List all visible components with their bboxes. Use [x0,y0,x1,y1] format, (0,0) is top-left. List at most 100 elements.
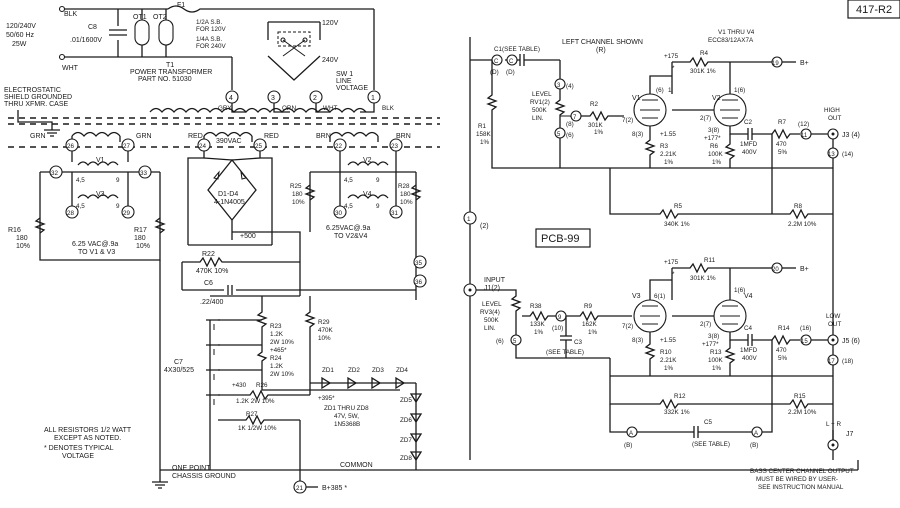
node-36: 36 [415,279,423,286]
r6-tol: 1% [712,159,722,166]
mains-section: BLK WHT 120/240V 50/60 Hz 25W C8 .01/160… [6,2,375,92]
high-out-label: HIGH [824,107,840,114]
bass-note-2: MUST BE WIRED BY USER- [756,476,838,483]
v395-label: +395* [318,395,335,402]
v1-label: V1 [632,95,641,102]
c8-value: .01/1600V [70,37,102,44]
c7-value: 4X30/525 [164,367,194,374]
zd2-label: ZD2 [348,367,360,374]
j1-label: J1(2) [484,285,500,292]
r16-value: 180 [16,235,28,242]
supply-filter: C7 4X30/525 R23 1.2K 2W 10% +465* R24 1.… [159,260,423,470]
page-code: 417-R2 [856,4,892,16]
c2-value: 1MFD [740,141,758,148]
node-13: 13 [828,152,835,158]
low-out-label-2: OUT [828,321,841,328]
c4-label: C4 [744,325,753,332]
v2-label: V2 [712,95,721,102]
node-33: 33 [140,170,148,177]
r22-value: 470K 10% [196,268,228,275]
r38-tol: 1% [534,329,544,336]
r2-value: 301K [588,122,604,129]
heater-pin-6: 9 [376,177,380,184]
shield-note-1: ELECTROSTATIC [4,87,61,94]
v1-pin-8: 8(3) [632,131,643,138]
sw1-name-3: VOLTAGE [336,85,368,92]
r2-tol: 1% [594,129,604,136]
j7-lr-label: L + R [826,421,841,428]
v2-cathode-v: +177* [704,135,721,142]
bottom-bplus: B+ [800,266,809,273]
r25-label: R25 [290,183,302,190]
fuse-label: F1 [177,2,185,9]
rv1-pin-7: 7 [573,115,577,121]
common-label: COMMON [340,462,373,469]
r16-label: R16 [8,227,21,234]
page-code-box [847,0,900,19]
r27-label: R27 [246,411,258,418]
c8-label: C8 [88,24,97,31]
v2-pin-3: 3(8) [708,127,719,134]
node-16: (16) [800,325,811,332]
node-12: (12) [798,121,809,128]
heater-pin-4: 9 [116,203,120,210]
r3-value: 2.21K [660,151,677,158]
v3-label: V3 [632,293,641,300]
r5-value: 340K 1% [664,221,690,228]
node-27: 27 [123,143,131,150]
r4-value: 301K 1% [690,68,716,75]
r10-tol: 1% [664,365,674,372]
node-29: 29 [123,210,131,217]
r12-label: R12 [674,393,686,400]
r1-value: 158K [476,131,492,138]
ot2-label: OT2 [153,14,167,21]
bplus-385: B+385 * [322,485,347,492]
heater-right: 22 23 V2 4,5 9 V4 4,5 9 30 31 R25 180 10… [290,138,427,300]
r26-label: R26 [256,382,268,389]
r25-tol: 10% [292,199,305,206]
heater-right-note-1: 6.25VAC@.9a [326,225,370,232]
node-b1: (B) [624,442,632,449]
plus-500: +500 [240,233,256,240]
wht-label: WHT [62,65,79,72]
v430-label: +430 [232,382,247,389]
t1-gry: GRY [218,105,232,112]
c1-label: C1(SEE TABLE) [494,46,540,53]
bass-note-3: SEE INSTRUCTION MANUAL [758,484,844,491]
v3-pin-8: 8(3) [632,337,643,344]
t1-wht: WHT [323,105,337,112]
note-1: ALL RESISTORS 1/2 WATT [44,427,132,434]
node-15: 15 [801,339,808,345]
r17-label: R17 [134,227,147,234]
note-3: * DENOTES TYPICAL [44,445,114,452]
note-2: EXCEPT AS NOTED. [54,435,121,442]
r15-value: 2.2M 10% [788,409,817,416]
node-25: 25 [255,143,263,150]
node-1: 1 [467,216,471,223]
heater-pin-5: 4,5 [344,177,353,184]
node-31: 31 [391,210,399,217]
ot1-icon [134,19,150,46]
r15-label: R15 [794,393,806,400]
rv3-taper: LIN. [484,325,496,332]
rv1-pin-8: (8) [566,121,574,128]
tube-type-1: V1 THRU V4 [718,29,755,36]
v4-pin-2: 2(7) [700,321,711,328]
zd8-label: ZD8 [400,455,412,462]
r9-tol: 1% [588,329,598,336]
v2-pin-1: 1(6) [734,87,745,94]
low-out-label: LOW [826,313,840,320]
c6-label: C6 [204,280,213,287]
ground-label-1: ONE POINT [172,465,211,472]
rv1-pin-3: 3 [557,83,561,89]
node-20: 20 [772,267,779,273]
c4-voltage: 400V [742,355,758,362]
blk-label: BLK [64,11,78,18]
r24-label: R24 [270,355,282,362]
r9-label: R9 [584,303,593,310]
r6-label: R6 [710,143,719,150]
v3-pin-7: 7(2) [622,323,633,330]
heater-pin-7: 4,5 [344,203,353,210]
r7-tol: 5% [778,149,788,156]
